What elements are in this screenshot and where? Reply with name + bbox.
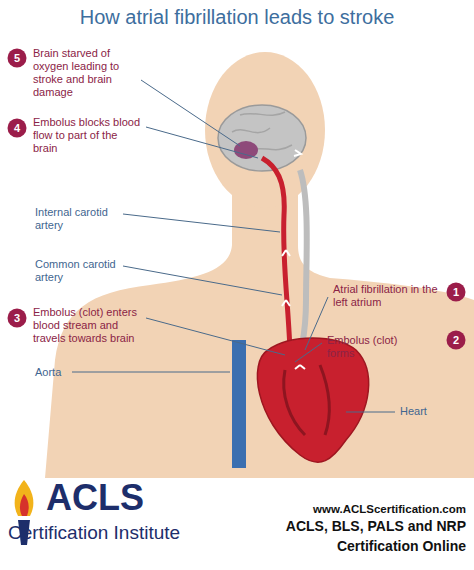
stroke-area [234, 141, 258, 159]
part-label: Common carotid artery [35, 258, 120, 284]
blue-vessel [232, 340, 246, 468]
callout-text: Atrial fibrillation in the left atrium [333, 283, 438, 309]
callout-number: 1 [446, 282, 466, 302]
callout-digit: 4 [7, 118, 27, 138]
promo-text: Certification Online [236, 538, 466, 555]
callout-digit: 3 [7, 308, 27, 328]
part-label: Internal carotid artery [35, 206, 120, 232]
part-label: Heart [400, 405, 450, 418]
carotid-artery [262, 158, 290, 350]
callout-text: Embolus (clot) forms [327, 334, 422, 360]
heart-chambers [284, 365, 329, 435]
logo-text: ACLS [46, 478, 166, 518]
callout-number: 4 [7, 118, 27, 138]
promo-text: ACLS, BLS, PALS and NRP [236, 518, 466, 535]
title: How atrial fibrillation leads to stroke [0, 6, 474, 29]
logo-subtitle: Certification Institute [8, 522, 228, 544]
head-silhouette [205, 52, 325, 208]
callout-text: Brain starved of oxygen leading to strok… [33, 47, 138, 99]
leader-lines [72, 80, 395, 412]
flow-arrow [294, 150, 301, 156]
callout-number: 3 [7, 308, 27, 328]
callout-digit: 1 [446, 282, 466, 302]
flow-arrows [282, 250, 305, 369]
callout-text: Embolus blocks blood flow to part of the… [33, 116, 143, 155]
vein [300, 170, 307, 345]
callout-text: Embolus (clot) enters blood stream and t… [33, 306, 143, 345]
callout-number: 2 [446, 330, 466, 350]
website: www.ACLScertification.com [236, 502, 466, 516]
callout-digit: 5 [7, 48, 27, 68]
callout-number: 5 [7, 48, 27, 68]
brain [218, 105, 306, 171]
callout-digit: 2 [446, 330, 466, 350]
part-label: Aorta [35, 366, 69, 379]
